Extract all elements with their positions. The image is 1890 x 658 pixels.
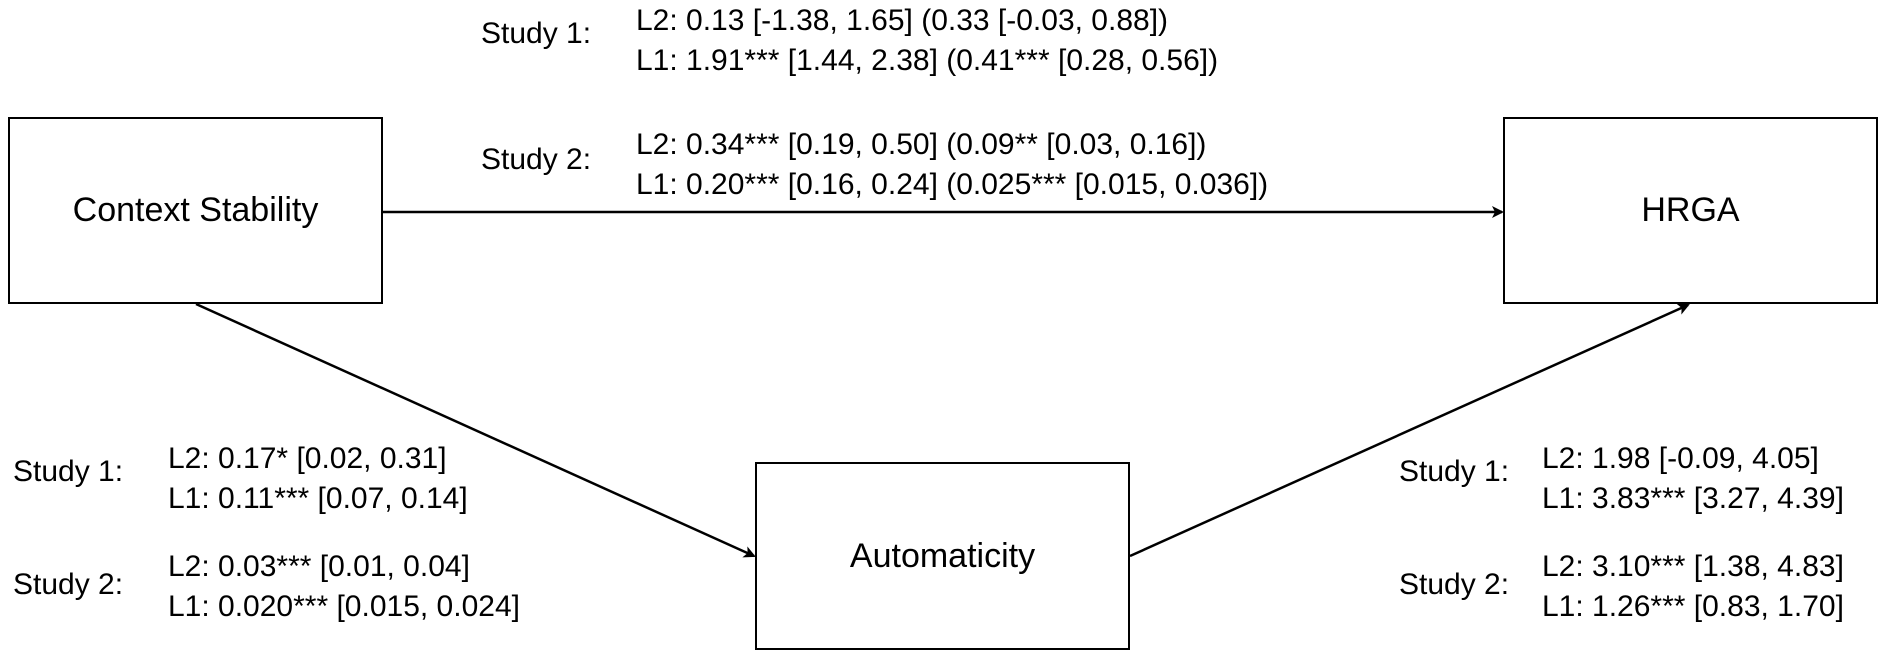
b-path-study2-label: Study 2: bbox=[1399, 568, 1510, 601]
direct-study1-l2: L2: 0.13 [-1.38, 1.65] (0.33 [-0.03, 0.8… bbox=[636, 4, 1169, 37]
b-path-study1-l2: L2: 1.98 [-0.09, 4.05] bbox=[1542, 442, 1819, 475]
arrow-context-to-automaticity bbox=[195, 302, 756, 558]
node-automaticity-label: Automaticity bbox=[849, 536, 1036, 575]
node-context-stability-label: Context Stability bbox=[72, 191, 319, 229]
a-path-study1-l1: L1: 0.11*** [0.07, 0.14] bbox=[168, 482, 468, 515]
node-hrga-label: HRGA bbox=[1641, 191, 1740, 229]
direct-study2-l2: L2: 0.34*** [0.19, 0.50] (0.09** [0.03, … bbox=[636, 128, 1207, 161]
a-path-study2-l2: L2: 0.03*** [0.01, 0.04] bbox=[168, 550, 470, 583]
a-path-study1-l2: L2: 0.17* [0.02, 0.31] bbox=[168, 442, 447, 475]
b-path-study1-l1: L1: 3.83*** [3.27, 4.39] bbox=[1542, 482, 1844, 515]
direct-study1-l1: L1: 1.91*** [1.44, 2.38] (0.41*** [0.28,… bbox=[636, 44, 1219, 77]
direct-study1-label: Study 1: bbox=[481, 17, 592, 50]
direct-study2-label: Study 2: bbox=[481, 143, 592, 176]
b-path-study2-l1: L1: 1.26*** [0.83, 1.70] bbox=[1542, 590, 1844, 623]
node-hrga: HRGA bbox=[1503, 117, 1878, 304]
arrow-automaticity-to-hrga bbox=[1129, 303, 1690, 558]
a-path-study2-l1: L1: 0.020*** [0.015, 0.024] bbox=[168, 590, 520, 623]
a-path-study1-label: Study 1: bbox=[13, 455, 124, 488]
a-path-study2-label: Study 2: bbox=[13, 568, 124, 601]
b-path-study2-l2: L2: 3.10*** [1.38, 4.83] bbox=[1542, 550, 1844, 583]
b-path-study1-label: Study 1: bbox=[1399, 455, 1510, 488]
direct-study2-l1: L1: 0.20*** [0.16, 0.24] (0.025*** [0.01… bbox=[636, 168, 1269, 201]
node-automaticity: Automaticity bbox=[755, 462, 1130, 650]
node-context-stability: Context Stability bbox=[8, 117, 383, 304]
